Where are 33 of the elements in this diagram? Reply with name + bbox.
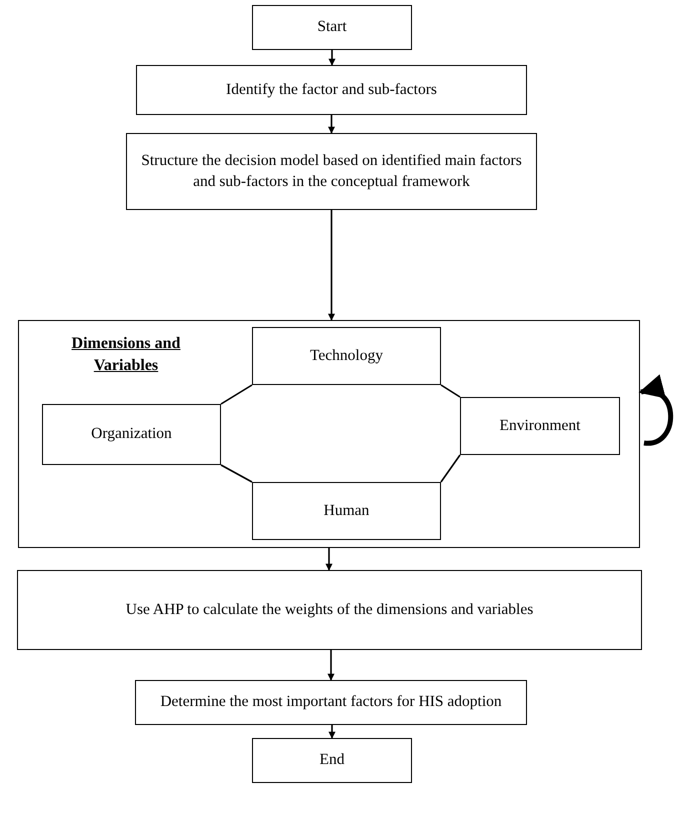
process-box (252, 482, 441, 540)
arrow (328, 725, 336, 739)
process-box (42, 404, 221, 465)
box-label: Determine the most important factors for HIS adoption (160, 692, 502, 712)
box-label: Organization (91, 424, 172, 444)
box-label: Identify the factor and sub-factors (226, 80, 437, 100)
arrow (326, 548, 332, 571)
process-box (17, 570, 642, 650)
box-label: Human (324, 500, 370, 521)
arrow (328, 115, 335, 134)
box-label: Structure the decision model based on identified main factors and sub-factors in the conceptual framework (140, 151, 523, 192)
process-box (252, 327, 441, 385)
connector-line (440, 454, 461, 482)
process-box (460, 397, 620, 455)
arrow (328, 210, 335, 321)
box-label: Start (317, 17, 347, 38)
process-box (136, 65, 527, 115)
box-label: Environment (500, 416, 580, 436)
connector-line (220, 464, 252, 483)
curved-arrow (638, 377, 674, 446)
process-box (252, 738, 412, 783)
arrow (328, 650, 334, 681)
process-box (252, 5, 412, 50)
connector-line (440, 384, 460, 398)
arrow (328, 50, 336, 66)
process-box (126, 133, 537, 210)
connector-line (220, 384, 252, 405)
process-box (135, 680, 527, 725)
box-label: Use AHP to calculate the weights of the dimensions and variables (126, 600, 534, 620)
box-label: Technology (310, 346, 383, 366)
box-label: End (320, 750, 344, 770)
group-panel (18, 320, 640, 548)
panel-heading: Dimensions and Variables (70, 334, 182, 376)
